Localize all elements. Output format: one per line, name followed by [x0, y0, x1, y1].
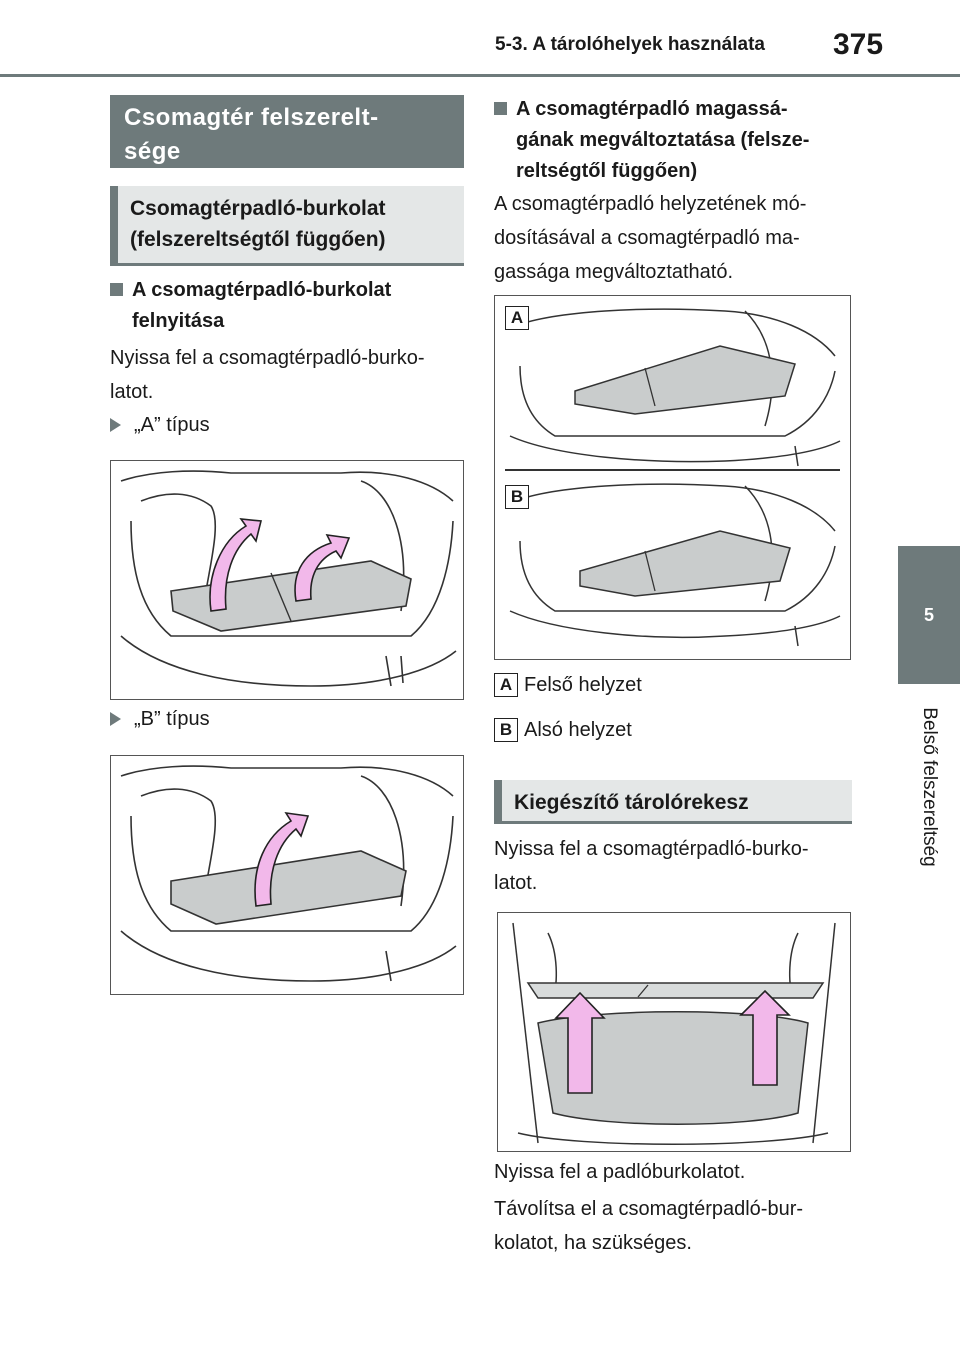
- triangle-bullet-icon: [110, 712, 121, 726]
- paragraph-open-cover-2: Nyissa fel a csomagtérpadló-burko- latot…: [494, 838, 809, 894]
- bullet-heading-open-cover: A csomagtérpadló-burkolat felnyitása: [110, 275, 464, 339]
- legend-key-a: A: [494, 673, 518, 697]
- subsection-title-extra-storage: Kiegészítő tárolórekesz: [494, 780, 852, 824]
- type-a-item: „A” típus: [110, 410, 410, 440]
- trunk-type-a-illustration: [120, 470, 457, 687]
- type-a-label: „A” típus: [134, 414, 210, 436]
- page-number: 375: [833, 28, 884, 61]
- paragraph-open-cover: Nyissa fel a csomagtérpadló-burko- latot…: [110, 347, 425, 403]
- trunk-type-b-illustration: [120, 765, 457, 982]
- floor-positions-illustration: [505, 308, 841, 647]
- type-b-label: „B” típus: [134, 708, 210, 730]
- legend-item-b: B Alsó helyzet: [494, 716, 854, 744]
- figure-extra-storage: [497, 912, 851, 1152]
- chapter-label: Belső felszereltség: [898, 692, 960, 882]
- figure-label-b: B: [505, 485, 529, 509]
- triangle-bullet-icon: [110, 418, 121, 432]
- paragraph-open-floor-cover: Nyissa fel a padlóburkolatot.: [494, 1161, 746, 1183]
- chapter-tab[interactable]: 5: [898, 546, 960, 684]
- paragraph-remove-cover: Távolítsa el a csomagtérpadló-bur- kolat…: [494, 1198, 804, 1254]
- bullet-heading-change-height: A csomagtérpadló magassá- gának megválto…: [494, 94, 854, 190]
- running-header: 5-3. A tárolóhelyek használata: [495, 34, 765, 55]
- legend-text-a: Felső helyzet: [524, 674, 642, 696]
- square-bullet-icon: [494, 102, 507, 115]
- subsection-title: Csomagtérpadló-burkolat (felszereltségtő…: [110, 186, 464, 266]
- bullet-heading-text: A csomagtérpadló-burkolat felnyitása: [132, 279, 392, 332]
- chapter-label-text: Belső felszereltség: [919, 707, 940, 867]
- chapter-number: 5: [923, 604, 934, 625]
- type-b-item: „B” típus: [110, 704, 410, 734]
- section-title: Csomagtér felszerelt- sége: [110, 95, 464, 168]
- bullet-heading-text: A csomagtérpadló magassá- gának megválto…: [516, 98, 810, 182]
- figure-floor-positions: [494, 295, 851, 660]
- legend-key-b: B: [494, 718, 518, 742]
- square-bullet-icon: [110, 283, 123, 296]
- figure-type-b: [110, 755, 464, 995]
- extra-storage-illustration: [512, 922, 836, 1145]
- figure-label-a: A: [505, 306, 529, 330]
- legend-text-b: Alsó helyzet: [524, 719, 632, 741]
- legend-item-a: A Felső helyzet: [494, 671, 854, 699]
- paragraph-change-height: A csomagtérpadló helyzetének mó- dosítás…: [494, 193, 807, 283]
- figure-type-a: [110, 460, 464, 700]
- header-rule: [0, 74, 960, 77]
